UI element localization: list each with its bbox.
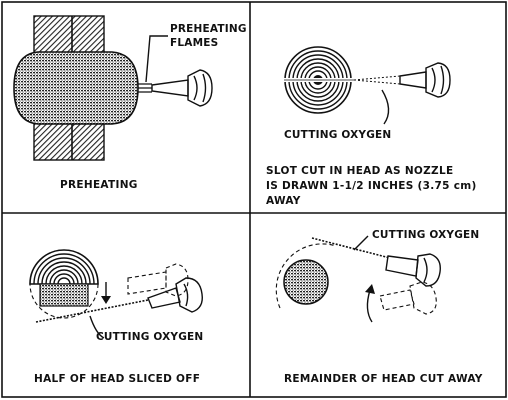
panel-preheating: PREHEATING FLAMES PREHEATING [13,15,247,191]
preheating-flames-leader [145,35,168,83]
panel-slot-cut: CUTTING OXYGEN SLOT CUT IN HEAD AS NOZZL… [266,46,477,207]
rivet-head [13,51,139,125]
cut-path-3 [35,299,149,323]
plate-top [33,15,105,55]
cutting-oxygen-stream [353,75,401,85]
torch-4 [385,253,441,287]
torch-prev-position-3 [127,263,189,297]
rivet-shank-end [283,259,329,305]
caption-slot-cut-line1: SLOT CUT IN HEAD AS NOZZLE [266,165,453,177]
cutting-oxygen-leader-3 [89,315,105,339]
remaining-half-head [29,249,99,285]
cutting-oxygen-leader-4 [353,235,369,251]
torch-1 [151,69,213,107]
cutting-oxygen-leader-2 [381,89,390,125]
cut-path-4 [311,237,391,259]
removed-head-outline [275,243,337,309]
callout-cutting-oxygen-4: CUTTING OXYGEN [372,229,479,241]
caption-preheating: PREHEATING [60,179,138,191]
torch-prev-position-4 [379,281,437,315]
caption-remainder-cut: REMAINDER OF HEAD CUT AWAY [284,373,483,385]
callout-preheating-flames-line1: PREHEATING [170,23,247,35]
caption-half-sliced: HALF OF HEAD SLICED OFF [34,373,200,385]
caption-slot-cut-line3: AWAY [266,195,301,207]
motion-arrowhead-3 [101,296,111,304]
callout-cutting-oxygen-3: CUTTING OXYGEN [96,331,203,343]
callout-preheating-flames-line2: FLAMES [170,37,218,49]
callout-cutting-oxygen-2: CUTTING OXYGEN [284,129,391,141]
torch-2 [399,62,451,98]
plate-bottom [33,121,105,161]
caption-slot-cut-line2: IS DRAWN 1-1/2 INCHES (3.75 cm) [266,180,477,192]
motion-arrow-4 [366,289,373,323]
panel-remainder-cut: CUTTING OXYGEN REMAINDER OF HEAD CUT AWA… [275,229,483,385]
preheating-flames [138,83,152,93]
rivet-shank [39,283,89,307]
panel-half-sliced: CUTTING OXYGEN HALF OF HEAD SLICED OFF [29,249,203,385]
torch-3 [147,277,203,313]
motion-arrowhead-4 [365,284,375,294]
